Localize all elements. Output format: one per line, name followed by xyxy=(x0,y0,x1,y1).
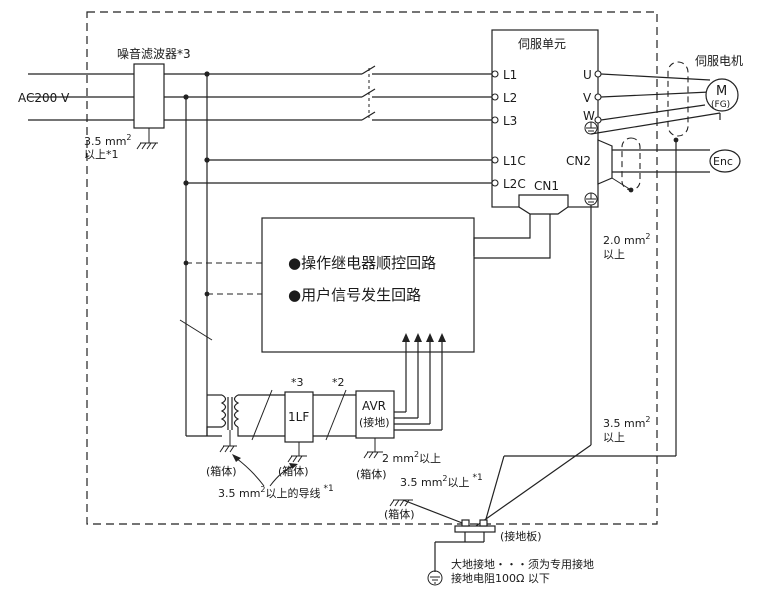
terminal-v: V xyxy=(583,91,592,105)
breaker-contacts xyxy=(361,65,376,122)
case-label-3: (箱体) xyxy=(356,467,387,481)
transformer-symbol xyxy=(186,394,286,453)
wire-20-label: 2.0 mm2 xyxy=(603,232,651,247)
relay-circuit-label: ●操作继电器顺控回路 xyxy=(288,254,436,272)
grounding-plate xyxy=(434,519,496,572)
wire-35-b-label-2: 以上 xyxy=(603,431,625,444)
noise-filter-box xyxy=(133,63,165,129)
avr-label-2: (接地) xyxy=(359,416,390,429)
servo-unit-label: 伺服单元 xyxy=(518,37,566,51)
encoder-symbol xyxy=(709,149,741,173)
earth-note-2: 接地电阻100Ω 以下 xyxy=(451,572,550,585)
ground-plate-label: (接地板) xyxy=(500,529,542,543)
case-label-4: (箱体) xyxy=(384,507,415,521)
avr-box xyxy=(355,390,395,439)
servo-unit-box xyxy=(491,29,599,208)
wire-35-b-label: 3.5 mm2 xyxy=(603,415,651,430)
servo-motor-symbol xyxy=(705,78,739,112)
wire-35-d-label: 3.5 mm2以上的导线*1 xyxy=(218,484,334,500)
encoder-cable-shield xyxy=(621,137,641,191)
terminal-l1: L1 xyxy=(503,68,517,82)
earth-ground-symbol xyxy=(427,570,443,586)
wire-2mm-label: 2 mm2以上 xyxy=(382,450,441,465)
line-filter-box xyxy=(284,391,314,443)
case-label-2: (箱体) xyxy=(278,464,309,478)
servo-motor-label: 伺服电机 xyxy=(695,54,743,68)
terminal-w: W xyxy=(583,109,595,123)
ac-source-label: AC200 V xyxy=(18,91,70,105)
wire-35-c-label: 3.5 mm2以上*1 xyxy=(400,473,483,489)
terminal-l3: L3 xyxy=(503,114,517,128)
signal-arrows xyxy=(394,333,446,431)
panel-enclosure xyxy=(86,11,658,525)
terminal-l2c: L2C xyxy=(503,177,526,191)
noise-filter-label: 噪音滤波器*3 xyxy=(117,46,191,61)
wire-35-a-label-2: 以上*1 xyxy=(84,148,119,161)
terminal-l1c: L1C xyxy=(503,154,526,168)
terminal-u: U xyxy=(583,68,592,82)
control-circuit-block xyxy=(261,217,475,353)
ground-symbol xyxy=(136,142,158,150)
encoder-label: Enc xyxy=(713,155,733,168)
cn1-label: CN1 xyxy=(534,179,559,193)
avr-label: AVR xyxy=(362,399,386,413)
terminal-l2: L2 xyxy=(503,91,517,105)
motor-fg-label: (FG) xyxy=(711,100,730,110)
wire-35-a-label: 3.5 mm2 xyxy=(84,133,132,148)
mark-2-label: *2 xyxy=(332,376,345,389)
cn1-connector xyxy=(518,194,569,215)
signal-circuit-label: ●用户信号发生回路 xyxy=(288,286,421,304)
cn2-label: CN2 xyxy=(566,154,591,168)
motor-cable-shield xyxy=(667,61,689,137)
case-label-1: (箱体) xyxy=(206,464,237,478)
main-power-lines xyxy=(28,73,495,121)
wire-20-label-2: 以上 xyxy=(603,248,625,261)
motor-m-label: M xyxy=(716,84,727,99)
cn2-connector xyxy=(597,139,613,185)
lf-label: 1LF xyxy=(288,410,309,424)
mark-3-label: *3 xyxy=(291,376,304,389)
earth-note-1: 大地接地・・・须为专用接地 xyxy=(451,557,594,571)
